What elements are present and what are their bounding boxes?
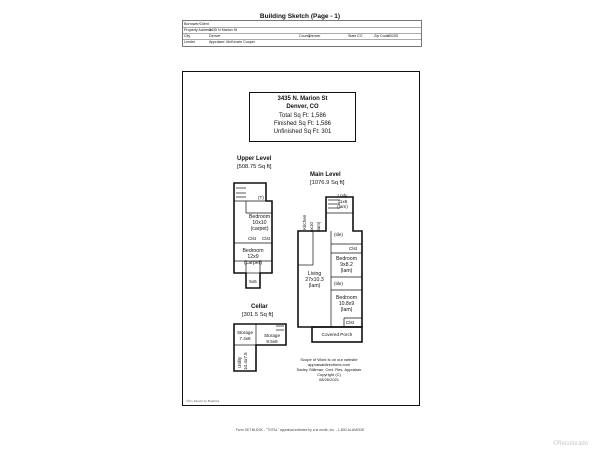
main-bedroom-2: Bedroom 10.8x9 (lam) <box>335 295 358 314</box>
porch-outline <box>311 326 363 343</box>
scope-of-work: Scope of Work is on our website appraisa… <box>284 357 374 382</box>
header-form: Borrower/Client Property Address 3435 N … <box>182 20 422 47</box>
cellar-storage-1: Storage 7.4x6 <box>236 330 254 341</box>
main-bedroom-1: Bedroom 9x8.2 (lam) <box>335 256 358 275</box>
summary-total: Total Sq Ft: 1,586 <box>278 112 327 119</box>
main-porch: Covered Porch <box>321 332 353 337</box>
main-tile-1: (tile) <box>334 232 343 237</box>
zip-label: Zip Code <box>374 34 389 38</box>
main-kitchen-floor: (lam) <box>316 221 321 232</box>
page-title: Building Sketch (Page - 1) <box>259 13 341 20</box>
sketch-sheet <box>182 71 420 406</box>
scope-line-4: Copyright (C) <box>317 372 341 377</box>
lender-value: Appraiser: McKenzie Cooper <box>209 40 255 44</box>
form-footer: Form SKT.BLDSK - "TOTAL" appraisal softw… <box>235 428 365 432</box>
main-laundry: Lndy 11x6 (lam) <box>337 193 348 210</box>
upper-closet-2: Clst <box>262 236 270 241</box>
main-kitchen-dims: 6x10 <box>309 222 314 232</box>
county-label: County <box>299 34 311 38</box>
borrower-label: Borrower/Client <box>184 22 209 26</box>
property-value: 3435 N Marion St <box>209 28 237 32</box>
upper-small-room: 5x5 <box>249 279 257 284</box>
city-row: City Denver County Denver State CO Zip C… <box>183 33 421 40</box>
property-row: Property Address 3435 N Marion St <box>183 27 421 34</box>
property-label: Property Address <box>184 28 212 32</box>
cellar-utility-dims: 10.4x7.5 <box>243 352 248 370</box>
scope-line-5: 08/26/2021 <box>318 377 340 382</box>
city-value: Denver <box>209 34 221 38</box>
borrower-row: Borrower/Client <box>183 21 421 28</box>
upper-bedroom-1: Bedroom 10x10 (carpet) <box>248 214 271 233</box>
lender-label: Lender <box>184 40 196 44</box>
cellar-title: Cellar <box>251 304 268 310</box>
main-level-title: Main Level <box>310 172 341 178</box>
summary-box: 3435 N. Marion St Denver, CO Total Sq Ft… <box>249 92 356 142</box>
summary-finished: Finished Sq Ft: 1,586 <box>273 120 332 127</box>
summary-unfinished: Unfinished Sq Ft: 301 <box>273 129 332 136</box>
upper-closet-1: Clst <box>248 236 256 241</box>
main-kitchen-label: Kitchen <box>302 214 307 230</box>
upper-level-sqft: [508.75 Sq ft] <box>237 164 272 170</box>
watermark: ©Recolorado <box>553 441 589 447</box>
cellar-storage-2: Storage 9.5x9 <box>263 333 281 344</box>
city-label: City <box>184 34 191 38</box>
upper-level-title: Upper Level <box>237 156 272 162</box>
main-closet-2: Clst <box>346 320 354 325</box>
county-value: Denver <box>309 34 321 38</box>
main-level-sqft: [1076.9 Sq ft] <box>310 180 345 186</box>
state-label: State <box>348 34 357 38</box>
main-living: Living 27x10.3 (lam) <box>305 271 324 290</box>
state-value: CO <box>357 34 363 38</box>
summary-city: Denver, CO <box>286 104 319 111</box>
cellar-sqft: [301.5 Sq ft] <box>242 312 274 318</box>
summary-address: 3435 N. Marion St <box>277 96 328 102</box>
main-tile-2: (tile) <box>334 281 343 286</box>
scope-line-2: appraisaldirections.com <box>307 362 351 367</box>
upper-bath-label: (T) <box>258 195 264 200</box>
upper-bedroom-2: Bedroom 12x9 (carpet) <box>242 248 264 267</box>
lender-row: Lender Appraiser: McKenzie Cooper <box>183 39 421 45</box>
scope-line-1: Scope of Work is on our website <box>300 357 358 362</box>
main-closet-1: Clst <box>349 246 357 251</box>
zip-value: 80205 <box>388 34 398 38</box>
sketch-credit: ©Pro Sketch by Bradford <box>186 399 220 403</box>
scope-line-3: Sadey Stillman, Cert. Res. Appraiser <box>296 367 362 372</box>
